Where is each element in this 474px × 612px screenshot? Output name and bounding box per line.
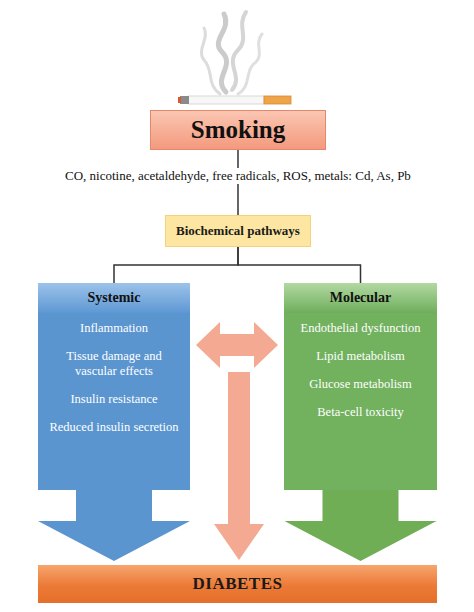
list-item: Reduced insulin secretion	[49, 420, 178, 435]
list-item: Tissue damage and vascular effects	[48, 349, 180, 379]
list-item: Endothelial dysfunction	[301, 321, 421, 336]
block-arrow	[285, 490, 437, 561]
box-label: DIABETES	[193, 574, 283, 594]
smoking-box: Smoking	[150, 110, 326, 150]
branch-connector	[114, 247, 238, 283]
systemic-panel: SystemicInflammationTissue damage and va…	[38, 283, 190, 490]
branch-connector	[238, 247, 361, 283]
block-arrow-shape	[285, 490, 437, 561]
smoke-wisps	[201, 12, 262, 94]
panel-body: Endothelial dysfunctionLipid metabolismG…	[284, 313, 437, 490]
list-item: Lipid metabolism	[316, 349, 405, 364]
panel-body: InflammationTissue damage and vascular e…	[38, 313, 190, 490]
list-item: Beta-cell toxicity	[317, 405, 403, 420]
cigarette	[178, 96, 291, 104]
edge-label: CO, nicotine, acetaldehyde, free radical…	[63, 168, 413, 184]
block-arrow-shape	[38, 490, 190, 561]
block-arrow	[38, 490, 190, 561]
molecular-panel: MolecularEndothelial dysfunctionLipid me…	[284, 283, 437, 490]
panel-heading: Molecular	[284, 283, 437, 313]
connector-path	[238, 247, 361, 283]
block-arrow-shape	[196, 322, 278, 368]
central-down-arrow	[214, 372, 264, 560]
panel-heading: Systemic	[38, 283, 190, 313]
outcome-band: DIABETES	[38, 565, 437, 603]
list-item: Inflammation	[80, 321, 148, 336]
list-item: Glucose metabolism	[309, 377, 411, 392]
pathway-box: Biochemical pathways	[165, 215, 311, 247]
list-item: Insulin resistance	[70, 392, 157, 407]
box-label: Smoking	[191, 116, 285, 144]
double-block-arrow	[196, 322, 278, 368]
box-label: Biochemical pathways	[176, 223, 300, 239]
connector-path	[114, 247, 238, 283]
